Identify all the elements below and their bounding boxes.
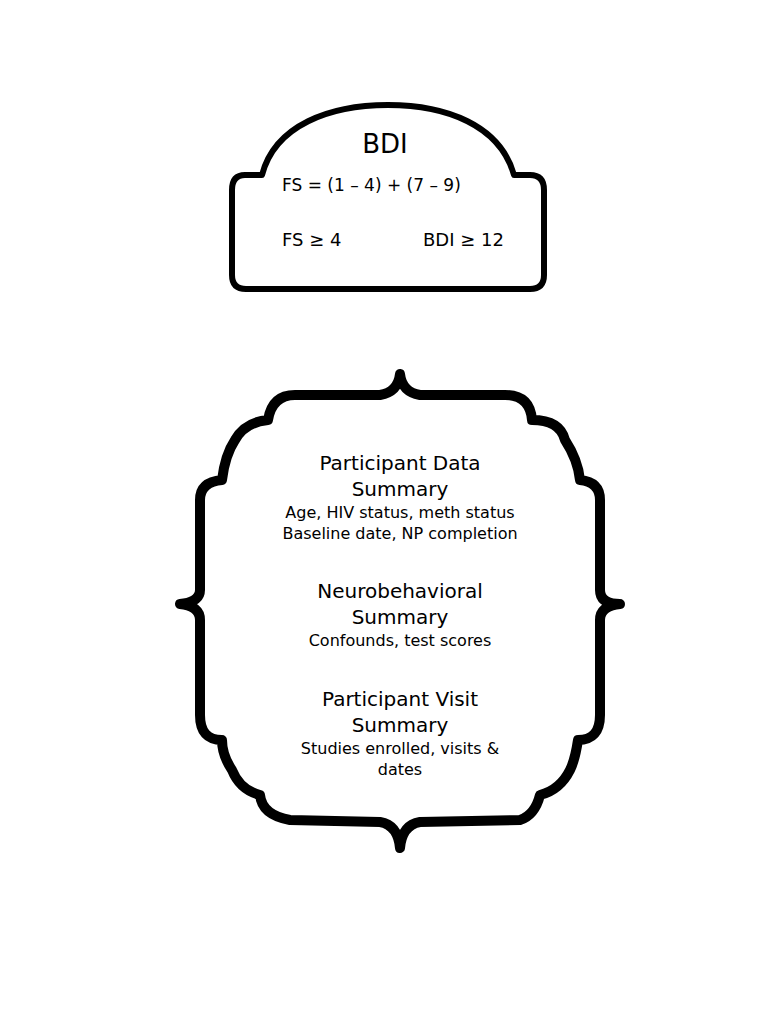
section-heading: Participant Visit Summary [290,686,510,738]
outline-path [180,374,620,848]
panel-title: BDI [325,128,445,160]
section-body: Studies enrolled, visits & dates [280,738,520,780]
cutoff-text: FS ≥ 4 [282,228,392,252]
section-body: Age, HIV status, meth status Baseline da… [250,502,550,544]
bdi-panel: BDI FS = (1 – 4) + (7 – 9) FS ≥ 4 BDI ≥ 12 [228,100,550,294]
formula-text: FS = (1 – 4) + (7 – 9) [282,174,522,196]
section-heading: Neurobehavioral Summary [290,578,510,630]
section-heading: Participant Data Summary [290,450,510,502]
section-body: Confounds, test scores [250,630,550,651]
summary-frame: Participant Data SummaryAge, HIV status,… [172,368,628,854]
outline-path [232,105,544,289]
cutoff-text: BDI ≥ 12 [423,228,543,252]
